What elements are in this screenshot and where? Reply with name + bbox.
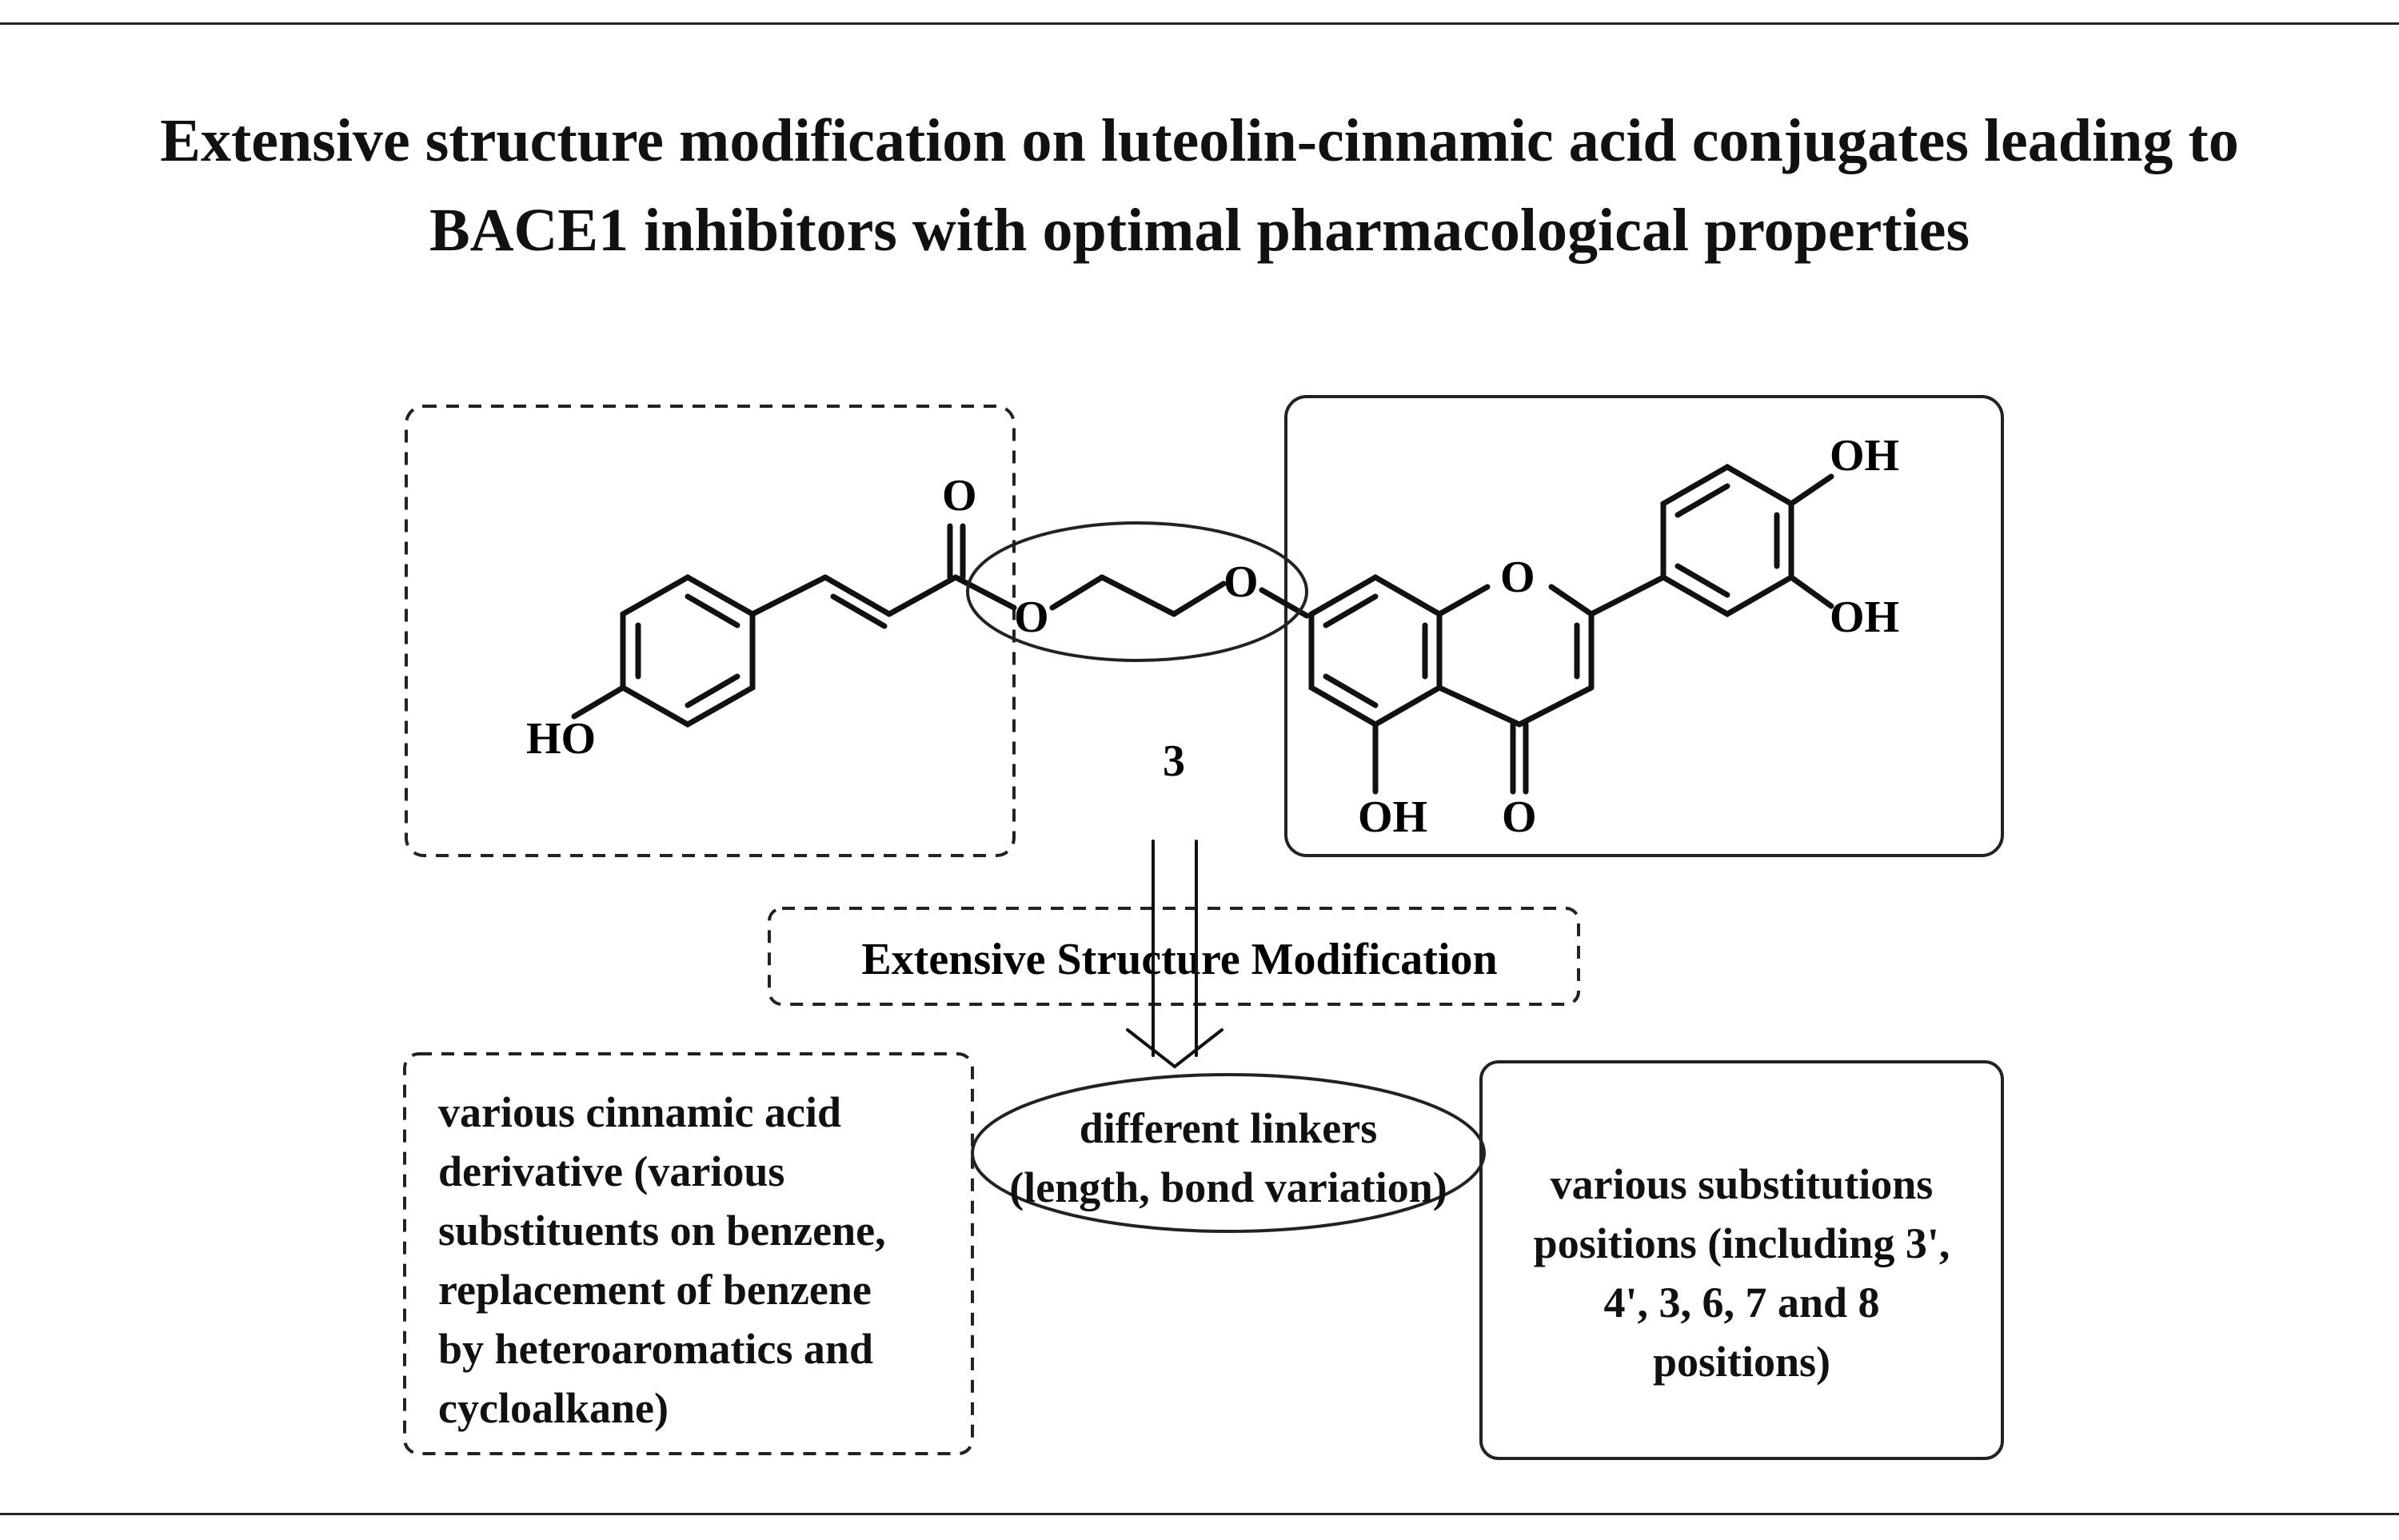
note-line: substituents on benzene, bbox=[438, 1207, 886, 1255]
bottom-rule bbox=[0, 1513, 2399, 1515]
linker-modification-ellipse bbox=[971, 1073, 1486, 1233]
flavone-modification-note: various substitutions positions (includi… bbox=[1486, 1155, 1998, 1391]
linker-modification-note: different linkers (length, bond variatio… bbox=[972, 1099, 1484, 1217]
a-ring-double-bond bbox=[1323, 673, 1379, 708]
vinyl-bond bbox=[749, 574, 828, 617]
c-ring-bond bbox=[1548, 584, 1595, 617]
hydroxyl-bond bbox=[1788, 473, 1834, 507]
atom-label-carbonyl-o: O bbox=[942, 471, 977, 521]
compound-number: 3 bbox=[1163, 736, 1185, 786]
c-ring-bond bbox=[1516, 684, 1595, 728]
note-line: (length, bond variation) bbox=[1009, 1163, 1447, 1211]
note-line: various cinnamic acid bbox=[438, 1088, 842, 1136]
arrow-head bbox=[1126, 1028, 1223, 1069]
carbonyl-link-bond bbox=[886, 574, 959, 617]
cinnamic-modification-box bbox=[403, 1052, 974, 1455]
cinnamic-region-box bbox=[405, 405, 1016, 857]
aromatic-double-bond bbox=[685, 593, 740, 628]
down-arrow bbox=[1126, 840, 1223, 1069]
note-line: 4', 3, 6, 7 and 8 bbox=[1603, 1279, 1880, 1327]
atom-label-ho: HO bbox=[526, 714, 596, 764]
atom-label-oh-top: OH bbox=[1830, 431, 1899, 481]
modification-label: Extensive Structure Modification bbox=[861, 935, 1497, 984]
atom-label-ester-o: O bbox=[1014, 592, 1049, 642]
linker-ellipse bbox=[966, 521, 1308, 662]
c-ring-bond bbox=[1436, 684, 1523, 728]
linker-moiety bbox=[966, 521, 1310, 662]
atom-label-oh-bottom: OH bbox=[1358, 792, 1427, 842]
cinnamic-moiety bbox=[571, 523, 1017, 728]
note-line: various substitutions bbox=[1550, 1160, 1934, 1208]
note-line: cycloalkane) bbox=[438, 1384, 669, 1432]
phenol-bond bbox=[571, 684, 626, 720]
aromatic-double-bond bbox=[685, 673, 740, 708]
atom-label-ring-o: O bbox=[1500, 553, 1535, 602]
b-ring-link-bond bbox=[1588, 574, 1667, 617]
flavone-modification-box bbox=[1479, 1060, 2004, 1460]
luteolin-moiety bbox=[1308, 463, 1834, 795]
a-ring-double-bond bbox=[1323, 593, 1379, 628]
title-line-1: Extensive structure modification on lute… bbox=[160, 107, 2239, 174]
alkene-double-bond bbox=[830, 593, 888, 629]
modification-label-box bbox=[768, 907, 1580, 1006]
note-line: replacement of benzene bbox=[438, 1266, 872, 1314]
hydroxyl-bond bbox=[1788, 574, 1834, 609]
atom-label-oh-mid: OH bbox=[1830, 592, 1899, 642]
c-ring-bond bbox=[1436, 584, 1491, 617]
top-rule bbox=[0, 22, 2399, 25]
linker-bond bbox=[1049, 574, 1105, 611]
b-ring-double-bond bbox=[1675, 563, 1730, 598]
title-line-2: BACE1 inhibitors with optimal pharmacolo… bbox=[429, 197, 1970, 264]
note-line: by heteroaromatics and bbox=[438, 1325, 873, 1373]
alkene-bond bbox=[822, 574, 892, 617]
linker-bond bbox=[1171, 580, 1227, 617]
b-ring-double-bond bbox=[1675, 483, 1730, 518]
note-line: different linkers bbox=[1079, 1104, 1378, 1152]
ester-bond bbox=[952, 574, 1017, 611]
cinnamic-modification-note: various cinnamic acid derivative (variou… bbox=[438, 1083, 886, 1438]
note-line: positions (including 3', bbox=[1533, 1219, 1950, 1267]
note-line: positions) bbox=[1652, 1338, 1831, 1386]
atom-label-ether-o: O bbox=[1223, 557, 1259, 607]
linker-bond bbox=[1099, 574, 1177, 617]
note-line: derivative (various bbox=[438, 1147, 785, 1195]
atom-label-ketone-o: O bbox=[1502, 792, 1537, 842]
